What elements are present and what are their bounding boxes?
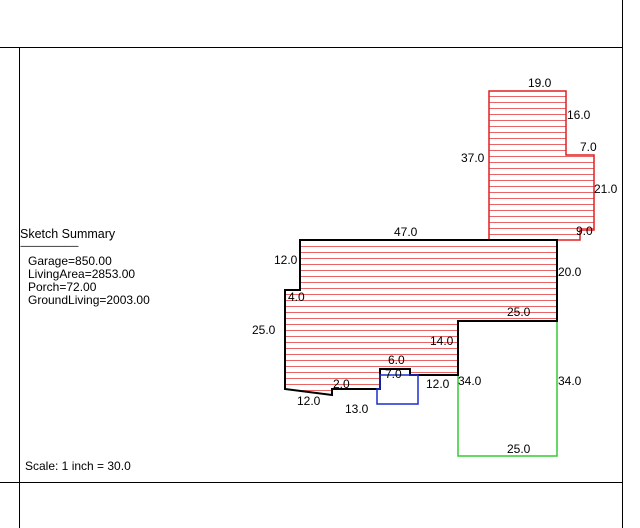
summary-living-area: LivingArea=2853.00: [28, 267, 136, 281]
dim-upper-right: 21.0: [594, 182, 618, 196]
dim-upper-notch: 16.0: [567, 108, 591, 122]
dim-upper-top: 19.0: [528, 76, 552, 90]
dim-garage-right: 34.0: [558, 374, 582, 388]
dim-main-left-notch: 4.0: [288, 290, 305, 304]
frame-bottom-line: [0, 482, 622, 483]
dim-main-top: 47.0: [394, 225, 418, 239]
dim-main-left: 25.0: [252, 323, 276, 337]
summary-porch: Porch=72.00: [28, 280, 97, 294]
garage-area: [457, 320, 558, 457]
dim-garage-left: 34.0: [458, 374, 482, 388]
dim-step-inner: 7.0: [385, 367, 402, 381]
frame-left-line: [19, 47, 20, 528]
sketch-summary-title: Sketch Summary: [20, 227, 116, 241]
dim-main-inner-top: 25.0: [507, 305, 531, 319]
frame-right-line: [622, 0, 623, 528]
porch-area: [376, 374, 419, 405]
dim-step-right: 12.0: [426, 377, 450, 391]
dim-bottom-left: 12.0: [297, 394, 321, 408]
dim-main-inner-vertical: 14.0: [430, 334, 454, 348]
dim-upper-step: 7.0: [580, 140, 597, 154]
dim-main-left-upper: 12.0: [274, 253, 298, 267]
dim-garage-bottom: 25.0: [507, 442, 531, 456]
dim-main-right: 20.0: [558, 265, 582, 279]
frame-top-line: [0, 47, 622, 48]
scale-label: Scale: 1 inch = 30.0: [25, 459, 131, 473]
dim-step-bottom-left: 2.0: [333, 377, 350, 391]
sketch-summary: Sketch Summary -------------------------…: [20, 228, 150, 307]
dim-step-top: 6.0: [388, 353, 405, 367]
dim-upper-left: 37.0: [461, 151, 485, 165]
sketch-summary-list: Garage=850.00 LivingArea=2853.00 Porch=7…: [28, 255, 150, 307]
sketch-summary-divider: -----------------------------: [20, 241, 79, 251]
summary-ground-living: GroundLiving=2003.00: [28, 293, 150, 307]
summary-garage: Garage=850.00: [28, 254, 112, 268]
living-area: [284, 239, 558, 397]
dim-porch-bottom: 13.0: [345, 402, 369, 416]
dim-upper-bottom: 9.0: [576, 224, 593, 238]
